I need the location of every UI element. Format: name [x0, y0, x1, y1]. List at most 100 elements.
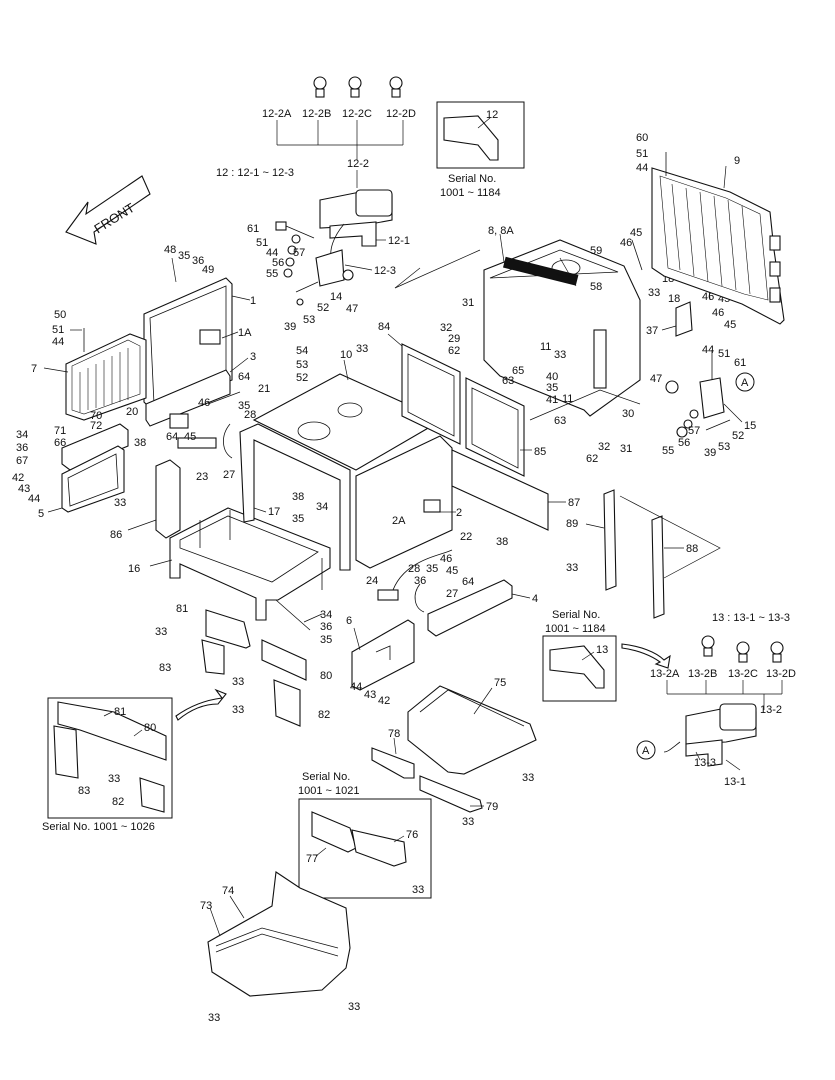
callout-46a: 46: [198, 397, 210, 409]
callout-43a: 43: [18, 483, 30, 495]
panel-87: [451, 449, 566, 531]
callout-12-2d: 12-2D: [386, 108, 416, 120]
callout-63b: 63: [554, 415, 566, 427]
callout-15: 15: [744, 420, 756, 432]
callout-30: 30: [622, 408, 634, 420]
serial-note-76-line1: Serial No.: [302, 771, 350, 783]
callout-33b: 33: [356, 343, 368, 355]
lamp-bracket-14: [275, 221, 481, 306]
callout-12: 12: [486, 109, 498, 121]
callout-28b: 28: [408, 563, 420, 575]
strip-3: [145, 357, 249, 427]
callout-27a: 27: [223, 469, 235, 481]
callout-42a: 42: [12, 472, 24, 484]
callout-33n: 33: [648, 287, 660, 299]
cover-plate-5: [47, 445, 125, 513]
callout-76: 76: [406, 829, 418, 841]
callout-5: 5: [38, 508, 44, 520]
callout-20: 20: [126, 406, 138, 418]
callout-86: 86: [110, 529, 122, 541]
callout-44e: 44: [636, 162, 648, 174]
callout-12-2a: 12-2A: [262, 108, 292, 120]
callout-33j: 33: [412, 884, 424, 896]
callout-31a: 31: [462, 297, 474, 309]
callout-45e: 45: [724, 319, 736, 331]
callout-73: 73: [200, 900, 212, 912]
callout-33i: 33: [462, 816, 474, 828]
callout-89: 89: [566, 518, 578, 530]
callout-59: 59: [590, 245, 602, 257]
callout-47a: 47: [346, 303, 358, 315]
callout-46c: 46: [620, 237, 632, 249]
callout-38b: 38: [292, 491, 304, 503]
callout-42b: 42: [378, 695, 390, 707]
callout-44c: 44: [28, 493, 40, 505]
callout-33k: 33: [208, 1012, 220, 1024]
callout-33c: 33: [566, 562, 578, 574]
callout-82a: 82: [318, 709, 330, 721]
serial-box-12: 12: [436, 101, 525, 169]
panel-81-set: [175, 609, 323, 727]
callout-51c: 51: [636, 148, 648, 160]
callout-3: 3: [250, 351, 256, 363]
callout-78: 78: [388, 728, 400, 740]
callout-a-left: A: [642, 745, 650, 757]
callout-22: 22: [460, 531, 472, 543]
callout-6: 6: [346, 615, 352, 627]
serial-note-13-line2: 1001 ~ 1184: [545, 623, 606, 635]
callout-33a: 33: [114, 497, 126, 509]
serial-note-80: Serial No. 1001 ~ 1026: [42, 821, 155, 833]
callout-49: 49: [202, 264, 214, 276]
callout-87: 87: [568, 497, 580, 509]
callout-35e: 35: [320, 634, 332, 646]
callout-a-right: A: [741, 377, 749, 389]
work-lamp-13: [636, 703, 757, 771]
grille-9: [651, 152, 785, 325]
bulb-icon: [313, 76, 327, 98]
callout-55b: 55: [662, 445, 674, 457]
callout-53a: 53: [303, 314, 315, 326]
callout-44d: 44: [350, 681, 362, 693]
callout-79: 79: [486, 801, 498, 813]
frame-16: [149, 507, 331, 631]
callout-52b: 52: [296, 372, 308, 384]
callout-12-3: 12-3: [374, 265, 396, 277]
callout-2: 2: [456, 507, 462, 519]
lamp-bracket-15: [665, 350, 755, 438]
callout-83b: 83: [78, 785, 90, 797]
callout-32b: 32: [598, 441, 610, 453]
strip-88: [619, 495, 721, 619]
callout-46d: 46: [702, 291, 714, 303]
callout-88: 88: [686, 543, 698, 555]
callout-41: 41: [546, 394, 558, 406]
callout-83a: 83: [159, 662, 171, 674]
callout-23: 23: [196, 471, 208, 483]
callout-33f: 33: [232, 704, 244, 716]
callout-12-2c: 12-2C: [342, 108, 372, 120]
callout-34c: 34: [320, 609, 332, 621]
callout-47b: 47: [650, 373, 662, 385]
callout-13-1: 13-1: [724, 776, 746, 788]
callout-64c: 64: [462, 576, 474, 588]
strut-37: [661, 301, 693, 337]
callout-12-range: 12 : 12-1 ~ 12-3: [216, 167, 294, 179]
latch-20: [61, 413, 217, 471]
bulb-icon: [348, 76, 362, 98]
callout-44a: 44: [266, 247, 278, 259]
callout-34a: 34: [16, 429, 28, 441]
callout-12-1: 12-1: [388, 235, 410, 247]
callout-38a: 38: [134, 437, 146, 449]
callout-35c: 35: [292, 513, 304, 525]
callout-16: 16: [128, 563, 140, 575]
work-lamp-12: [319, 189, 393, 271]
panel-84: [387, 333, 461, 445]
callout-51b: 51: [52, 324, 64, 336]
hood-8: [483, 233, 641, 417]
callout-27b: 27: [446, 588, 458, 600]
callout-52c: 52: [732, 430, 744, 442]
callout-1a: 1A: [238, 327, 252, 339]
callout-55a: 55: [266, 268, 278, 280]
bulb-icon: [701, 635, 715, 657]
callout-61b: 61: [734, 357, 746, 369]
callout-51d: 51: [718, 348, 730, 360]
